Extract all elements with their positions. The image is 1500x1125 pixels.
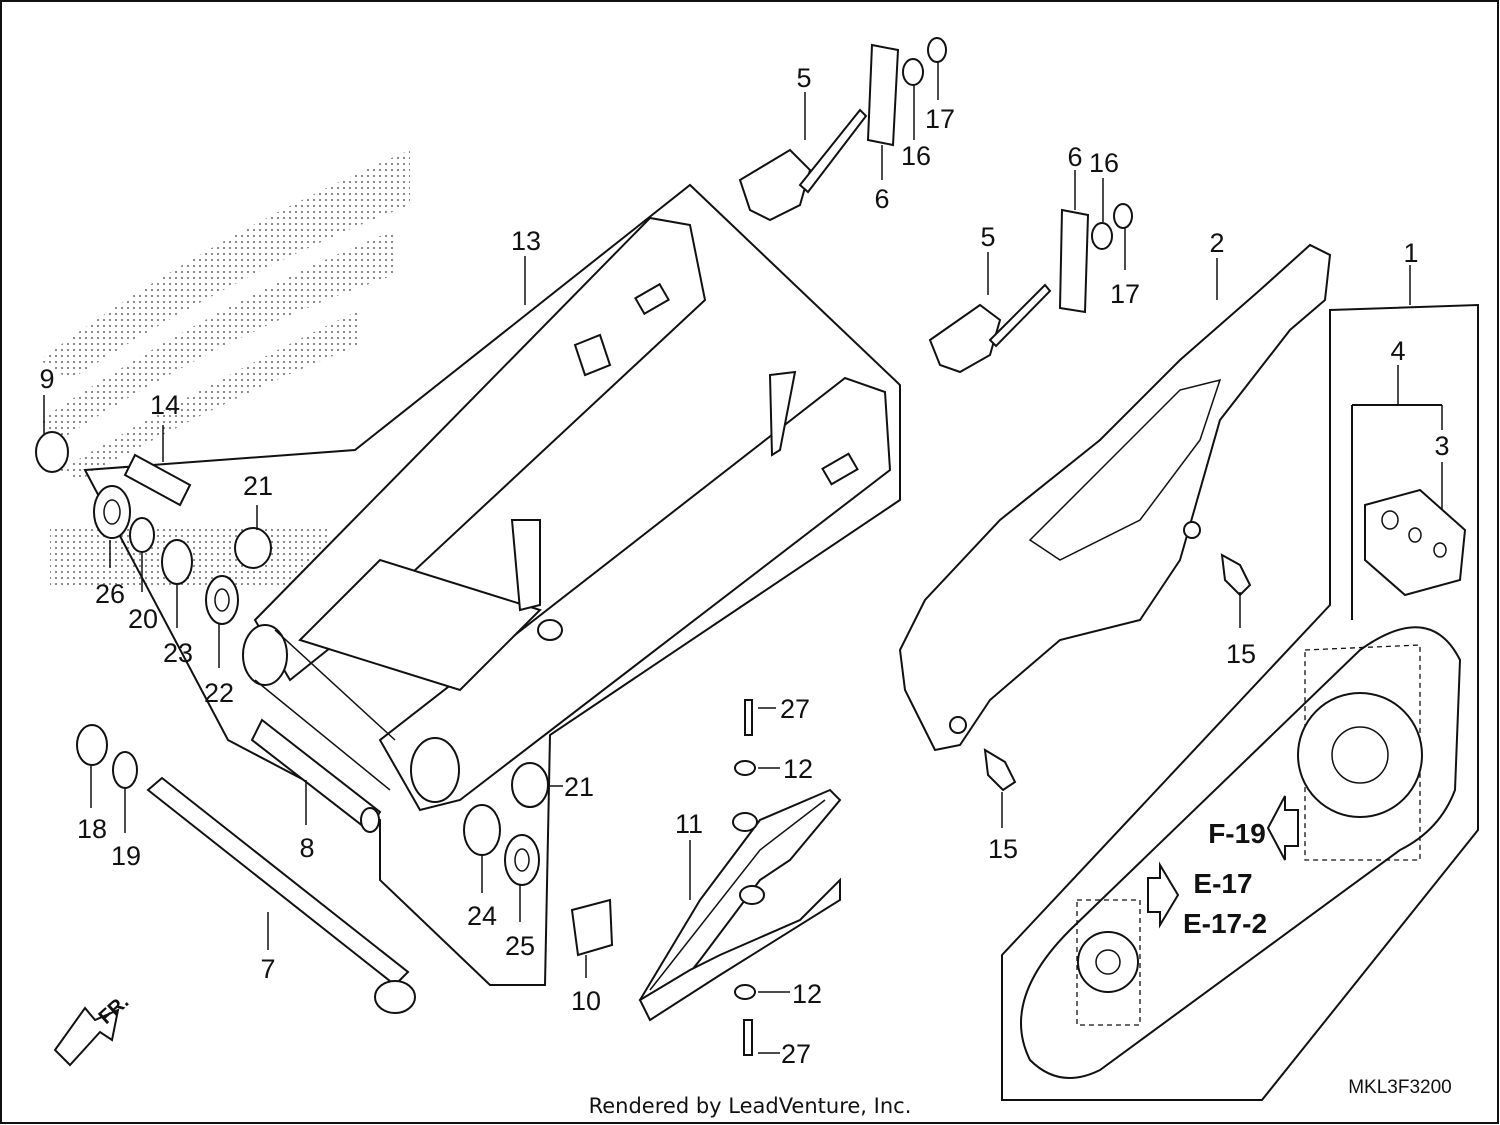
chain-slider [638, 699, 842, 1056]
part-label-27b: 27 [781, 1039, 811, 1069]
part-label-20: 20 [128, 604, 158, 634]
drive-chain [1001, 303, 1479, 1101]
credit-text: Rendered by LeadVenture, Inc. [589, 1094, 912, 1118]
part-label-16a: 16 [901, 141, 931, 171]
leader-lines [43, 62, 1443, 1054]
part-label-12b: 12 [792, 979, 822, 1009]
part-label-21b: 21 [564, 772, 594, 802]
drawing-code: MKL3F3200 [1348, 1077, 1452, 1098]
part-label-16b: 16 [1089, 148, 1119, 178]
ref-label-f19: F-19 [1208, 818, 1266, 849]
ref-label-e17: E-17 [1193, 868, 1252, 899]
part-label-24: 24 [467, 901, 497, 931]
ref-arrow-f19 [1266, 795, 1299, 861]
part-label-3: 3 [1434, 431, 1449, 461]
part-label-5b: 5 [980, 222, 995, 252]
chain-adjusters [738, 37, 1133, 374]
part-label-10: 10 [571, 986, 601, 1016]
ref-arrow-e17 [1147, 861, 1180, 929]
part-label-9: 9 [39, 364, 54, 394]
part-label-26: 26 [95, 579, 125, 609]
part-label-23: 23 [163, 638, 193, 668]
part-label-13: 13 [511, 226, 541, 256]
bearing-cluster [35, 431, 549, 886]
part-label-15a: 15 [1226, 639, 1256, 669]
chain-guard [898, 243, 1332, 792]
part-label-15b: 15 [988, 834, 1018, 864]
part-label-25: 25 [505, 931, 535, 961]
part-label-14: 14 [150, 390, 180, 420]
front-arrow-icon [53, 1006, 120, 1067]
part-label-6a: 6 [874, 184, 889, 214]
part-label-7: 7 [260, 954, 275, 984]
part-label-4: 4 [1390, 336, 1405, 366]
part-label-11: 11 [675, 809, 703, 839]
part-label-12a: 12 [783, 754, 813, 784]
part-label-5a: 5 [796, 63, 811, 93]
part-label-17b: 17 [1110, 279, 1140, 309]
part-label-8: 8 [299, 833, 314, 863]
part-label-1: 1 [1403, 238, 1418, 268]
part-label-27a: 27 [780, 694, 810, 724]
part-label-19: 19 [111, 841, 141, 871]
part-label-21a: 21 [243, 471, 273, 501]
ref-label-e17-2: E-17-2 [1183, 908, 1267, 939]
part-labels: 1 2 3 4 5 5 6 6 7 8 9 10 11 12 12 13 14 … [39, 63, 1449, 1069]
part-label-18: 18 [77, 814, 107, 844]
pivot-hardware [76, 718, 614, 1014]
part-label-17a: 17 [925, 104, 955, 134]
part-label-22: 22 [204, 678, 234, 708]
part-label-2: 2 [1209, 228, 1224, 258]
swingarm [242, 216, 892, 812]
part-label-6b: 6 [1067, 142, 1082, 172]
